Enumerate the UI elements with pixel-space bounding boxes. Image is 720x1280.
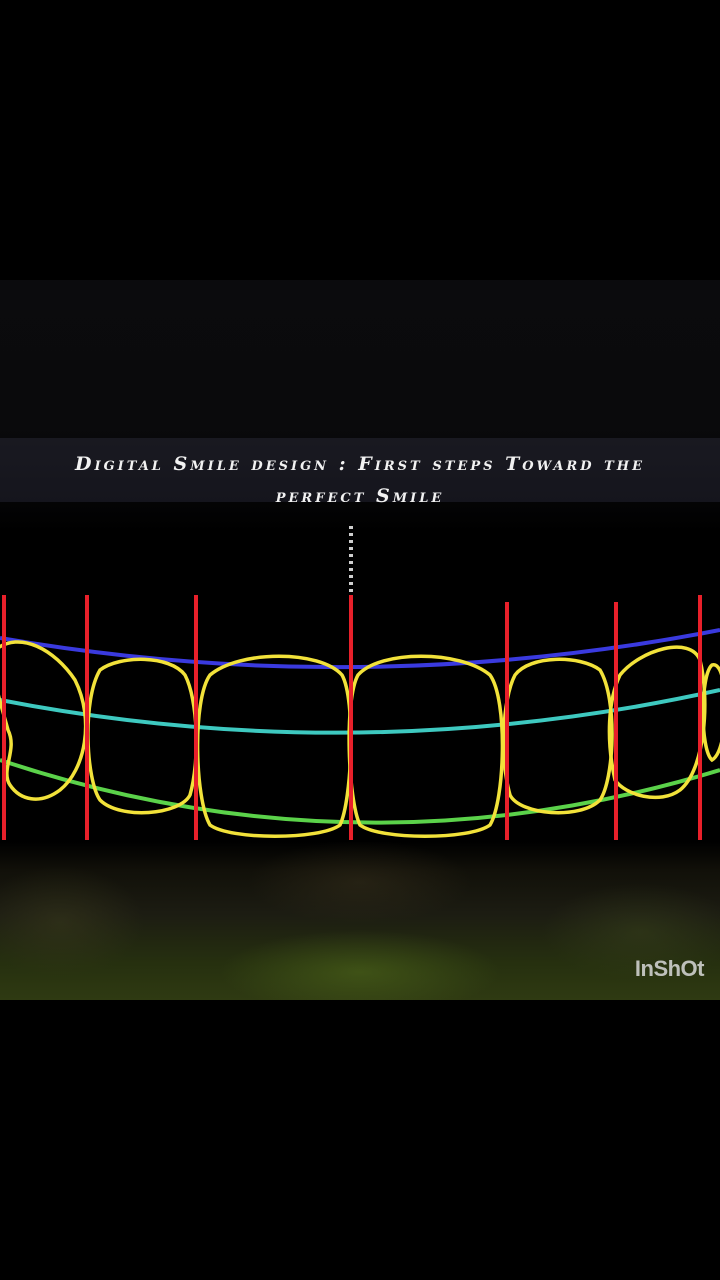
letterbox-bottom — [0, 1000, 720, 1280]
tooth-outline — [86, 657, 199, 815]
tooth-outline — [701, 663, 720, 763]
tooth-outline — [607, 645, 707, 800]
tooth-outline — [501, 657, 614, 815]
tooth-outline — [347, 654, 505, 838]
letterbox-top — [0, 0, 720, 280]
inshot-watermark: InShOt — [634, 956, 705, 981]
vertical-guides — [2, 595, 702, 840]
teeth-outlines — [0, 640, 720, 838]
caption-line-1: Digital Smile design : First steps Towar… — [75, 453, 645, 475]
caption-line-2: perfect Smile — [275, 485, 445, 507]
caption-band — [0, 438, 720, 502]
tooth-outline — [195, 654, 353, 838]
upper-gum-curve — [0, 628, 720, 670]
video-frame[interactable]: Digital Smile design : First steps Towar… — [0, 280, 720, 1000]
smile-design-diagram — [0, 526, 720, 840]
blurred-lower-area — [0, 842, 720, 1000]
video-caption: Digital Smile design : First steps Towar… — [0, 448, 720, 512]
